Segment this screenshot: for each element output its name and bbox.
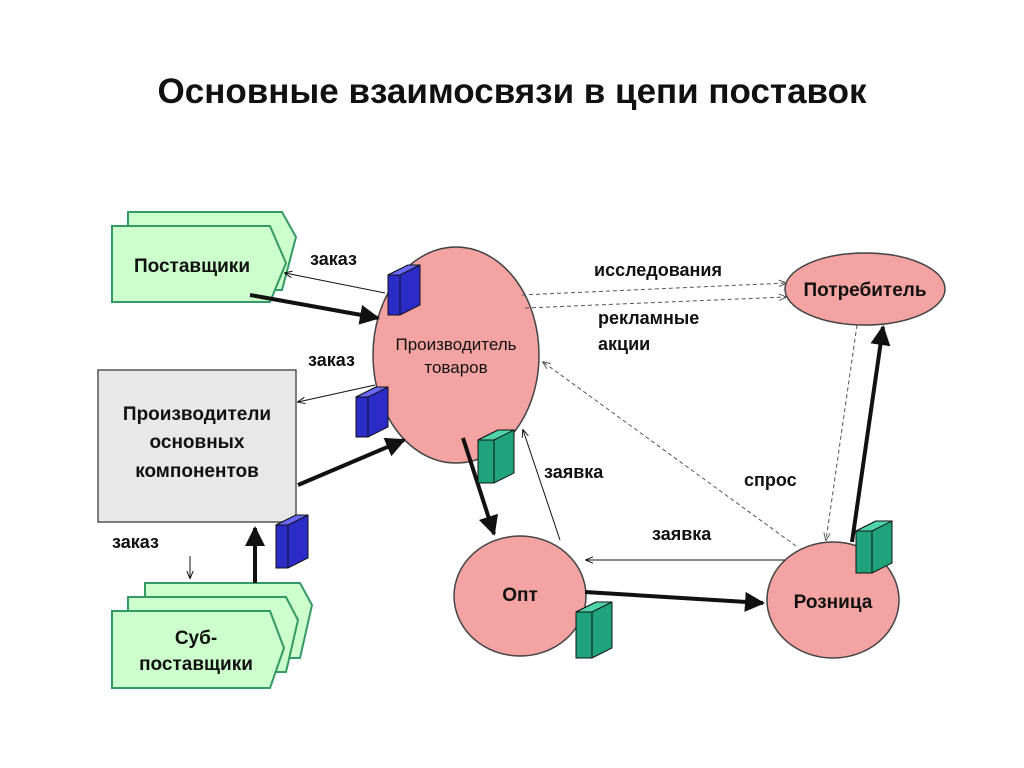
cube-blue-2	[355, 386, 389, 438]
arrow-research	[521, 283, 786, 296]
arrow-demand	[826, 324, 858, 540]
cube-blue-1	[387, 264, 421, 316]
arrow-components-to-manufacturer	[297, 437, 406, 487]
arrow-order-to-components	[298, 384, 376, 402]
arrow-manufacturer-to-wholesale	[461, 437, 498, 536]
cube-teal-2	[575, 601, 613, 659]
components-label-line3: компонентов	[135, 461, 259, 482]
label-demand: спрос	[744, 470, 797, 490]
label-research: исследования	[594, 260, 722, 280]
cube-teal-3	[855, 520, 893, 574]
arrows	[190, 273, 891, 612]
consumer-label: Потребитель	[803, 280, 926, 301]
manufacturer-label-line1: Производитель	[395, 335, 516, 354]
label-order-subsuppliers: заказ	[112, 532, 159, 552]
arrow-wholesale-to-retail	[584, 590, 765, 612]
label-promo-line1: рекламные	[598, 308, 699, 328]
suppliers-node: Поставщики	[111, 211, 298, 303]
subsuppliers-node: Суб- поставщики	[111, 582, 314, 689]
arrow-request-to-manufacturer	[523, 430, 561, 541]
wholesale-label: Опт	[502, 585, 538, 606]
wholesale-node: Опт	[453, 535, 587, 657]
label-order-components: заказ	[308, 350, 355, 370]
label-order-suppliers: заказ	[310, 249, 357, 269]
subsuppliers-label-line2: поставщики	[139, 654, 253, 675]
arrow-retail-to-consumer	[850, 325, 891, 543]
label-promo-line2: акции	[598, 334, 650, 354]
arrow-retail-to-manufacturer	[543, 362, 797, 547]
manufacturer-label-line2: товаров	[424, 358, 487, 377]
components-label-line1: Производители	[123, 404, 271, 425]
diagram-title: Основные взаимосвязи в цепи поставок	[157, 72, 867, 111]
arrow-suppliers-to-manufacturer	[249, 293, 380, 325]
components-label-line2: основных	[150, 432, 245, 453]
consumer-node: Потребитель	[784, 252, 946, 326]
label-request-retail: заявка	[652, 524, 712, 544]
arrow-order-to-suppliers	[285, 273, 386, 294]
cube-blue-3	[275, 514, 309, 569]
subsuppliers-label-line1: Суб-	[175, 628, 217, 649]
label-request-wholesale: заявка	[544, 462, 604, 482]
retail-label: Розница	[794, 592, 873, 613]
arrow-promo	[524, 297, 786, 309]
suppliers-label: Поставщики	[134, 256, 250, 277]
cube-teal-1	[477, 429, 515, 484]
components-node: Производители основных компонентов	[97, 369, 297, 523]
